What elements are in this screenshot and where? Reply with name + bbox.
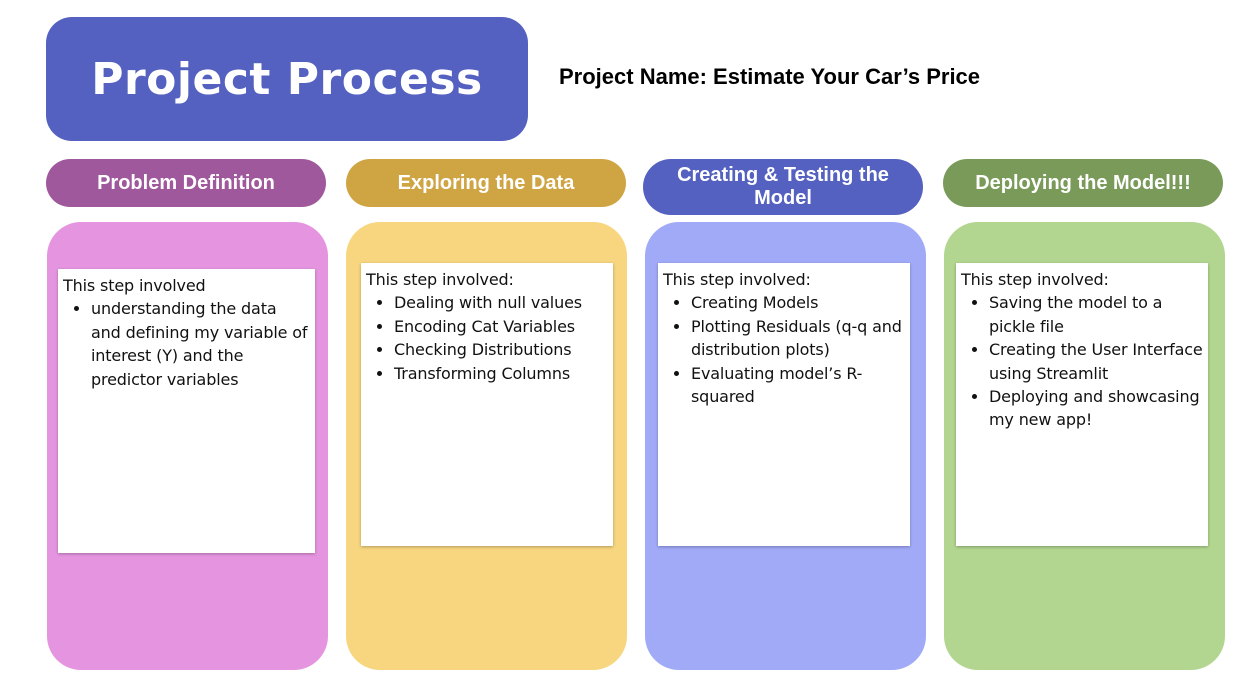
step-4-intro: This step involved: xyxy=(961,270,1109,289)
step-4-item-2: Creating the User Interface using Stream… xyxy=(989,338,1204,385)
page-title: Project Process xyxy=(91,53,483,105)
step-2-item-1: Dealing with null values xyxy=(394,291,609,314)
step-2-title: Exploring the Data xyxy=(397,171,575,194)
step-2-list: Dealing with null values Encoding Cat Va… xyxy=(366,291,609,385)
step-2-item-3: Checking Distributions xyxy=(394,338,609,361)
step-3-item-1: Creating Models xyxy=(691,291,906,314)
step-3-item-2: Plotting Residuals (q-q and distribution… xyxy=(691,315,906,362)
step-3-header: Creating & Testing the Model xyxy=(643,159,923,215)
project-name-label: Project Name: Estimate Your Car’s Price xyxy=(559,64,981,89)
step-1-panel: This step involved understanding the dat… xyxy=(47,222,328,670)
step-1-intro: This step involved xyxy=(63,276,206,295)
step-3-panel: This step involved: Creating Models Plot… xyxy=(645,222,926,670)
step-3-list: Creating Models Plotting Residuals (q-q … xyxy=(663,291,906,408)
step-2-item-2: Encoding Cat Variables xyxy=(394,315,609,338)
step-4-item-1: Saving the model to a pickle file xyxy=(989,291,1204,338)
step-3-item-3: Evaluating model’s R-squared xyxy=(691,362,906,409)
step-4-item-3: Deploying and showcasing my new app! xyxy=(989,385,1204,432)
step-3-title: Creating & Testing the Model xyxy=(677,164,889,209)
step-4-card: This step involved: Saving the model to … xyxy=(956,263,1208,546)
step-2-item-4: Transforming Columns xyxy=(394,362,609,385)
step-4-list: Saving the model to a pickle file Creati… xyxy=(961,291,1204,431)
step-4-panel: This step involved: Saving the model to … xyxy=(944,222,1225,670)
step-2-header: Exploring the Data xyxy=(346,159,626,207)
step-1-card: This step involved understanding the dat… xyxy=(58,269,315,553)
step-2-panel: This step involved: Dealing with null va… xyxy=(346,222,627,670)
step-2-intro: This step involved: xyxy=(366,270,514,289)
step-1-list: understanding the data and defining my v… xyxy=(63,297,311,391)
step-1-item-1: understanding the data and defining my v… xyxy=(91,297,311,391)
title-banner: Project Process xyxy=(46,17,528,141)
step-4-header: Deploying the Model!!! xyxy=(943,159,1223,207)
step-3-card: This step involved: Creating Models Plot… xyxy=(658,263,910,546)
step-2-card: This step involved: Dealing with null va… xyxy=(361,263,613,546)
step-3-intro: This step involved: xyxy=(663,270,811,289)
step-4-title: Deploying the Model!!! xyxy=(975,171,1191,194)
step-1-header: Problem Definition xyxy=(46,159,326,207)
step-1-title: Problem Definition xyxy=(97,171,275,194)
